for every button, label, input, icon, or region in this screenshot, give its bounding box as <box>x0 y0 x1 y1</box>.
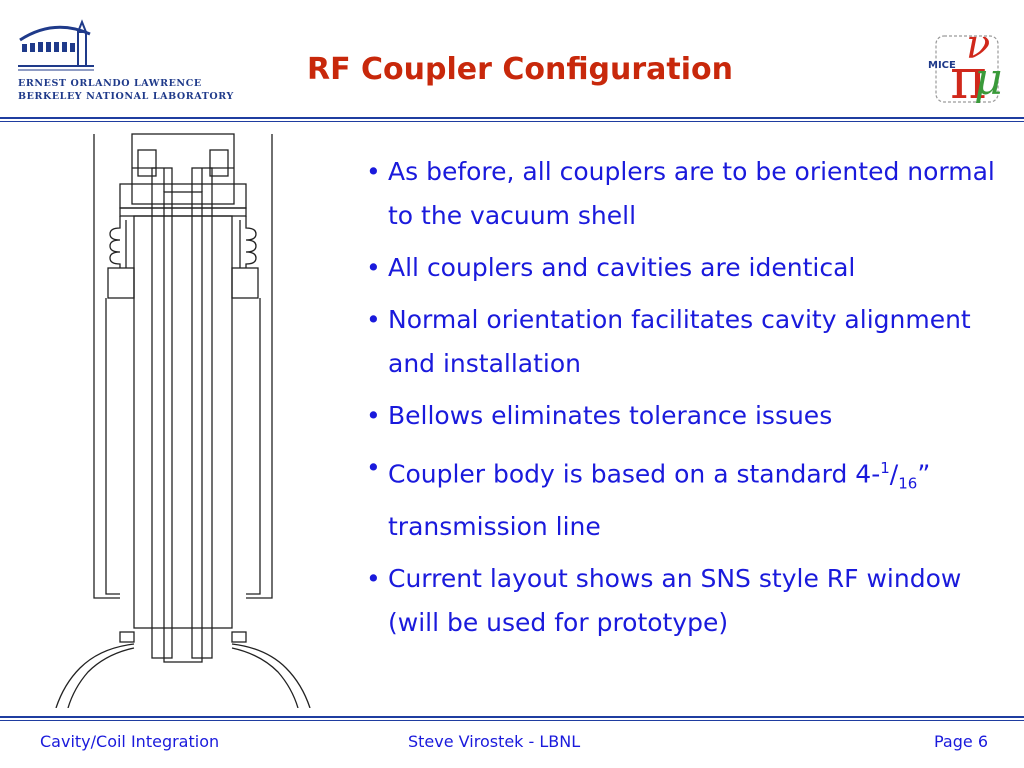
bullet-item: •Current layout shows an SNS style RF wi… <box>366 564 962 638</box>
svg-text:μ: μ <box>974 54 1003 105</box>
bullet-item: •Coupler body is based on a standard 4-1… <box>366 453 931 542</box>
bullet-item: •Normal orientation facilitates cavity a… <box>366 305 971 378</box>
header-rule <box>0 117 1024 119</box>
mice-pi-nu-mu-logo-icon: π ν μ MICE <box>928 22 1003 112</box>
footer-rule-thin <box>0 720 1024 721</box>
footer-rule <box>0 716 1024 718</box>
svg-text:ν: ν <box>966 22 990 68</box>
svg-text:π: π <box>950 47 987 112</box>
bullet-list: •As before, all couplers are to be orien… <box>366 150 1006 653</box>
bullet-item: •All couplers and cavities are identical <box>366 253 856 282</box>
lbnl-building-logo-icon <box>18 19 94 71</box>
coupler-cross-section-drawing <box>55 133 311 708</box>
header-rule-thin <box>0 121 1024 122</box>
footer-section-title: Cavity/Coil Integration <box>40 732 220 751</box>
bullet-item: •As before, all couplers are to be orien… <box>366 157 995 230</box>
footer-author: Steve Virostek - LBNL <box>408 732 581 751</box>
bullet-item: •Bellows eliminates tolerance issues <box>366 401 833 430</box>
mice-logo-text: MICE <box>928 60 956 71</box>
slide-title: RF Coupler Configuration <box>306 52 734 87</box>
lbnl-name-line1: Ernest Orlando Lawrence <box>18 78 202 89</box>
footer-page-number: Page 6 <box>934 732 988 751</box>
lbnl-name-line2: Berkeley National Laboratory <box>18 91 234 102</box>
